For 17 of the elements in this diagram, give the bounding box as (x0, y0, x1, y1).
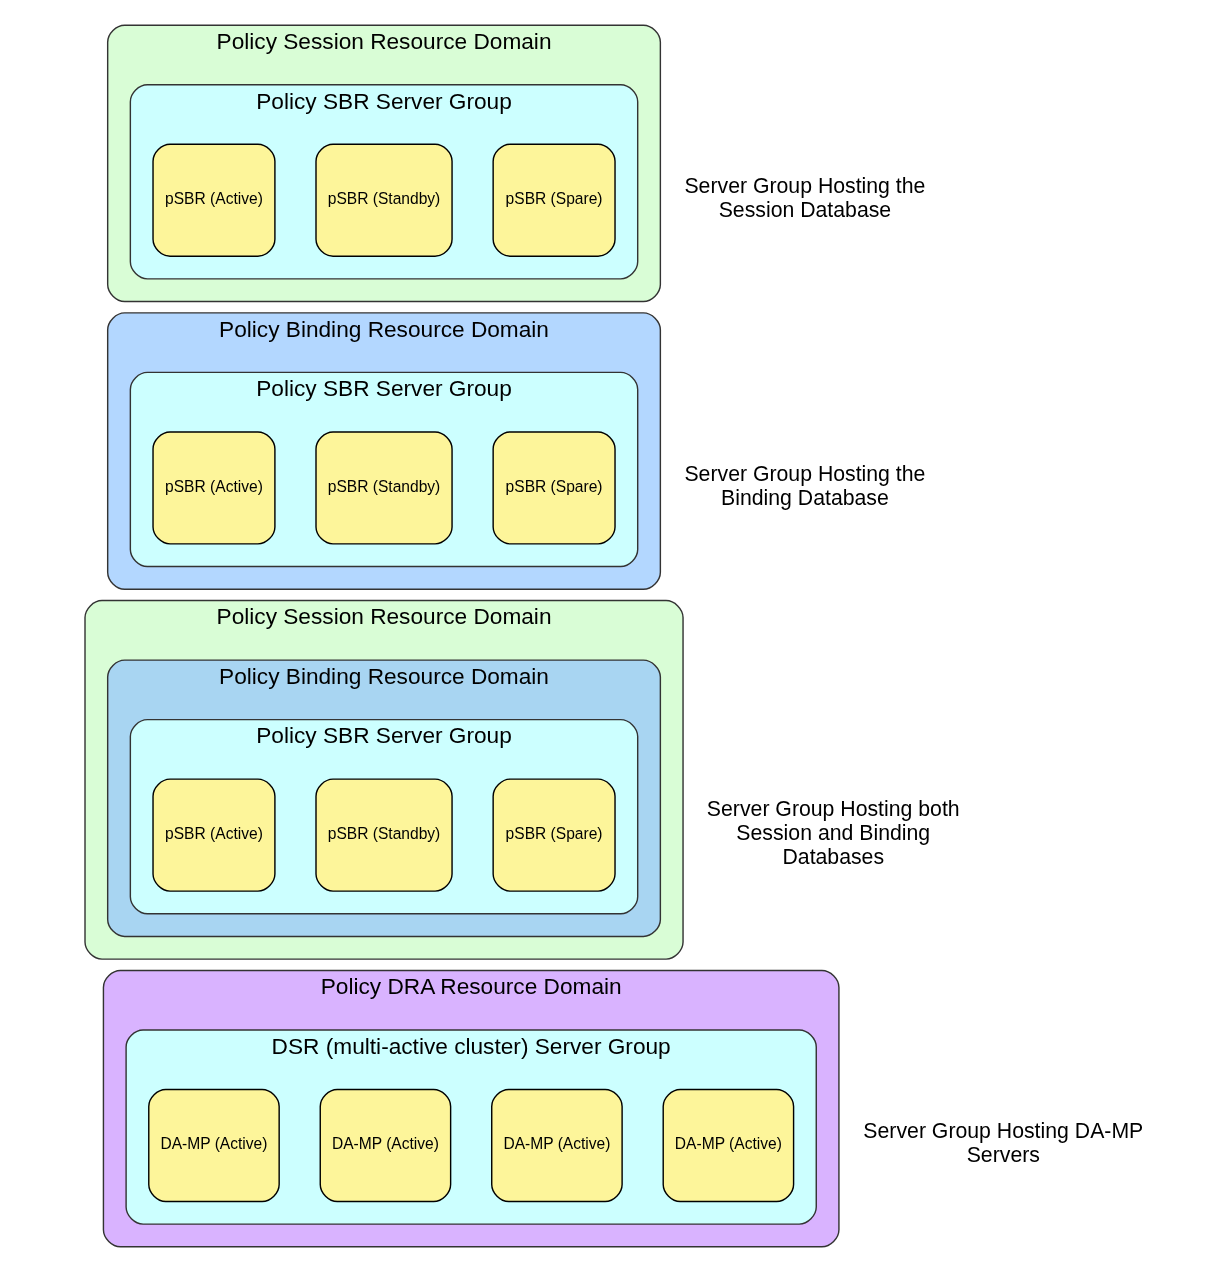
node-label: Server Group Hosting DA-MP Servers (863, 1119, 1144, 1168)
node-box: DA-MP (Active) (319, 1088, 452, 1203)
node-box: DA-MP (Active) (148, 1088, 280, 1203)
node-box: DA-MP (Active) (491, 1088, 623, 1203)
node-box: pSBR (Spare) (492, 143, 616, 257)
node-label: Server Group Hosting both Session and Binding Databases (706, 796, 960, 870)
node-label: Server Group Hosting the Session Database (684, 174, 926, 223)
node-box: pSBR (Standby) (315, 778, 453, 892)
node-box: DA-MP (Active) (662, 1088, 795, 1203)
node-box: pSBR (Active) (152, 143, 276, 257)
node-box: pSBR (Active) (152, 431, 276, 545)
node-box: pSBR (Spare) (492, 778, 616, 892)
node-label: Server Group Hosting the Binding Database (684, 461, 926, 510)
node-box: pSBR (Standby) (315, 143, 453, 257)
node-box: pSBR (Active) (152, 778, 276, 892)
node-box: pSBR (Spare) (492, 431, 616, 545)
node-box: pSBR (Standby) (315, 431, 453, 545)
